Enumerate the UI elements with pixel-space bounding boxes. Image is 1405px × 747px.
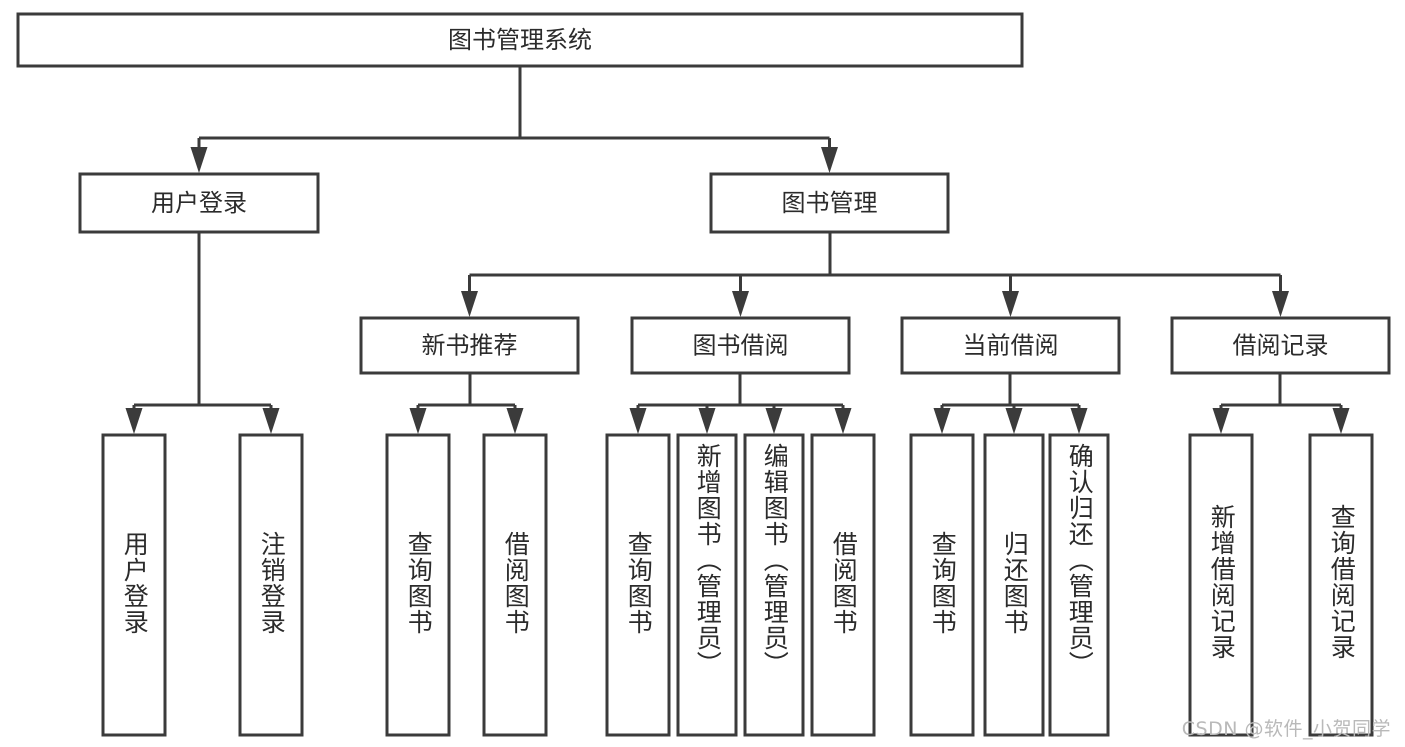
node-box-leaf-return-book[interactable] — [983, 433, 1045, 737]
arrow-head-icon — [1332, 408, 1350, 434]
arrow-head-icon — [732, 291, 749, 317]
node-label-borrow-record: 借阅记录 — [1233, 332, 1329, 360]
node-box-leaf-edit-book[interactable] — [743, 433, 805, 737]
node-box-user-login[interactable] — [78, 172, 320, 234]
arrow-head-icon — [1212, 408, 1230, 434]
node-box-leaf-user-login[interactable] — [101, 433, 167, 737]
arrow-head-icon — [933, 408, 951, 434]
node-box-leaf-logout[interactable] — [238, 433, 304, 737]
arrow-head-icon — [765, 408, 783, 434]
arrow-head-icon — [834, 408, 852, 434]
connector-group — [125, 232, 280, 434]
node-box-leaf-query-book-2[interactable] — [605, 433, 671, 737]
arrow-head-icon — [1070, 408, 1088, 434]
node-box-book-management[interactable] — [709, 172, 950, 234]
connector-group — [1212, 373, 1350, 434]
connector-group — [933, 373, 1088, 434]
arrow-head-icon — [1005, 408, 1023, 434]
arrow-head-icon — [125, 408, 143, 434]
box-layer — [16, 12, 1391, 737]
arrow-head-icon — [409, 408, 427, 434]
node-box-leaf-borrow-book-2[interactable] — [810, 433, 876, 737]
connector-group — [461, 232, 1289, 317]
arrow-head-icon — [190, 147, 208, 173]
node-box-root[interactable] — [16, 12, 1024, 68]
node-label-root: 图书管理系统 — [448, 26, 592, 54]
arrow-head-icon — [1272, 291, 1289, 317]
arrow-head-icon — [1002, 291, 1019, 317]
connector-group — [409, 373, 524, 434]
node-box-leaf-query-book-3[interactable] — [909, 433, 975, 737]
node-box-book-borrow[interactable] — [630, 316, 851, 375]
node-label-current-borrow: 当前借阅 — [963, 332, 1059, 360]
node-box-leaf-borrow-book-1[interactable] — [482, 433, 548, 737]
node-box-leaf-confirm-return[interactable] — [1048, 433, 1110, 737]
connector-group — [190, 66, 838, 173]
node-box-leaf-add-record[interactable] — [1188, 433, 1254, 737]
node-box-leaf-query-book-1[interactable] — [385, 433, 451, 737]
arrow-head-icon — [506, 408, 524, 434]
connector-group — [629, 373, 852, 434]
arrow-head-icon — [629, 408, 647, 434]
arrow-head-icon — [821, 147, 838, 173]
arrow-head-icon — [262, 408, 280, 434]
node-label-book-borrow: 图书借阅 — [693, 332, 789, 360]
arrow-head-icon — [698, 408, 716, 434]
node-label-new-book-recommend: 新书推荐 — [422, 332, 518, 360]
node-box-leaf-query-record[interactable] — [1308, 433, 1374, 737]
node-box-new-book-recommend[interactable] — [359, 316, 580, 375]
node-box-borrow-record[interactable] — [1170, 316, 1391, 375]
node-box-leaf-add-book[interactable] — [676, 433, 738, 737]
node-label-user-login: 用户登录 — [151, 189, 247, 217]
watermark: CSDN @软件_小贺同学 — [1181, 718, 1391, 740]
connector-layer — [125, 66, 1350, 434]
node-label-book-management: 图书管理 — [782, 189, 878, 217]
node-box-current-borrow[interactable] — [900, 316, 1121, 375]
arrow-head-icon — [461, 291, 478, 317]
